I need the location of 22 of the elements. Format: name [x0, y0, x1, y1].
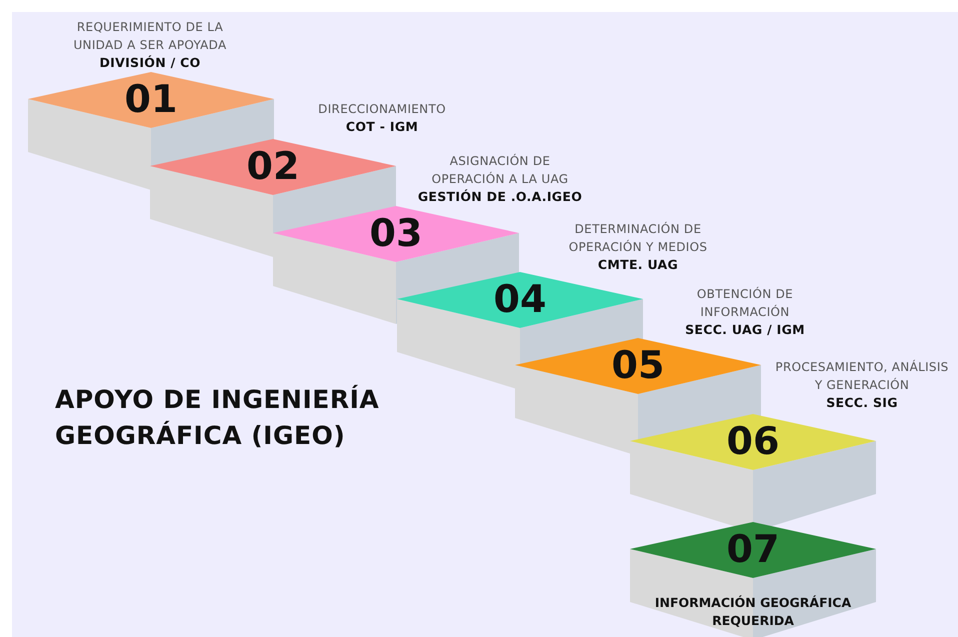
step-number: 03 — [368, 210, 424, 256]
step-block — [630, 522, 876, 637]
step-description: ASIGNACIÓN DE OPERACIÓN A LA UAG — [430, 152, 570, 188]
responsible-label: COT - IGM — [344, 118, 420, 136]
step-description: DETERMINACIÓN DE OPERACIÓN Y MEDIOS — [568, 220, 708, 256]
step-result-label: INFORMACIÓN GEOGRÁFICA REQUERIDA — [654, 594, 852, 630]
diagram-title: APOYO DE INGENIERÍA GEOGRÁFICA (IGEO) — [55, 384, 380, 452]
responsible-label: SECC. UAG / IGM — [684, 321, 806, 339]
step-number: 04 — [492, 276, 548, 322]
step-number: 01 — [124, 76, 178, 122]
step-number: 07 — [726, 526, 780, 572]
step-number: 02 — [246, 143, 300, 189]
responsible-label: CMTE. UAG — [596, 256, 680, 274]
responsible-label: GESTIÓN DE .O.A.IGEO — [416, 188, 584, 206]
step-number: 06 — [726, 418, 780, 464]
step-description: DIRECCIONAMIENTO — [317, 101, 447, 118]
responsible-label: SECC. SIG — [825, 394, 899, 412]
step-number: 05 — [610, 342, 666, 388]
step-description: OBTENCIÓN DE INFORMACIÓN — [696, 286, 794, 321]
step-description: PROCESAMIENTO, ANÁLISIS Y GENERACIÓN — [774, 358, 950, 394]
responsible-label: DIVISIÓN / CO — [98, 54, 202, 72]
step-description: REQUERIMIENTO DE LA UNIDAD A SER APOYADA — [72, 19, 228, 54]
